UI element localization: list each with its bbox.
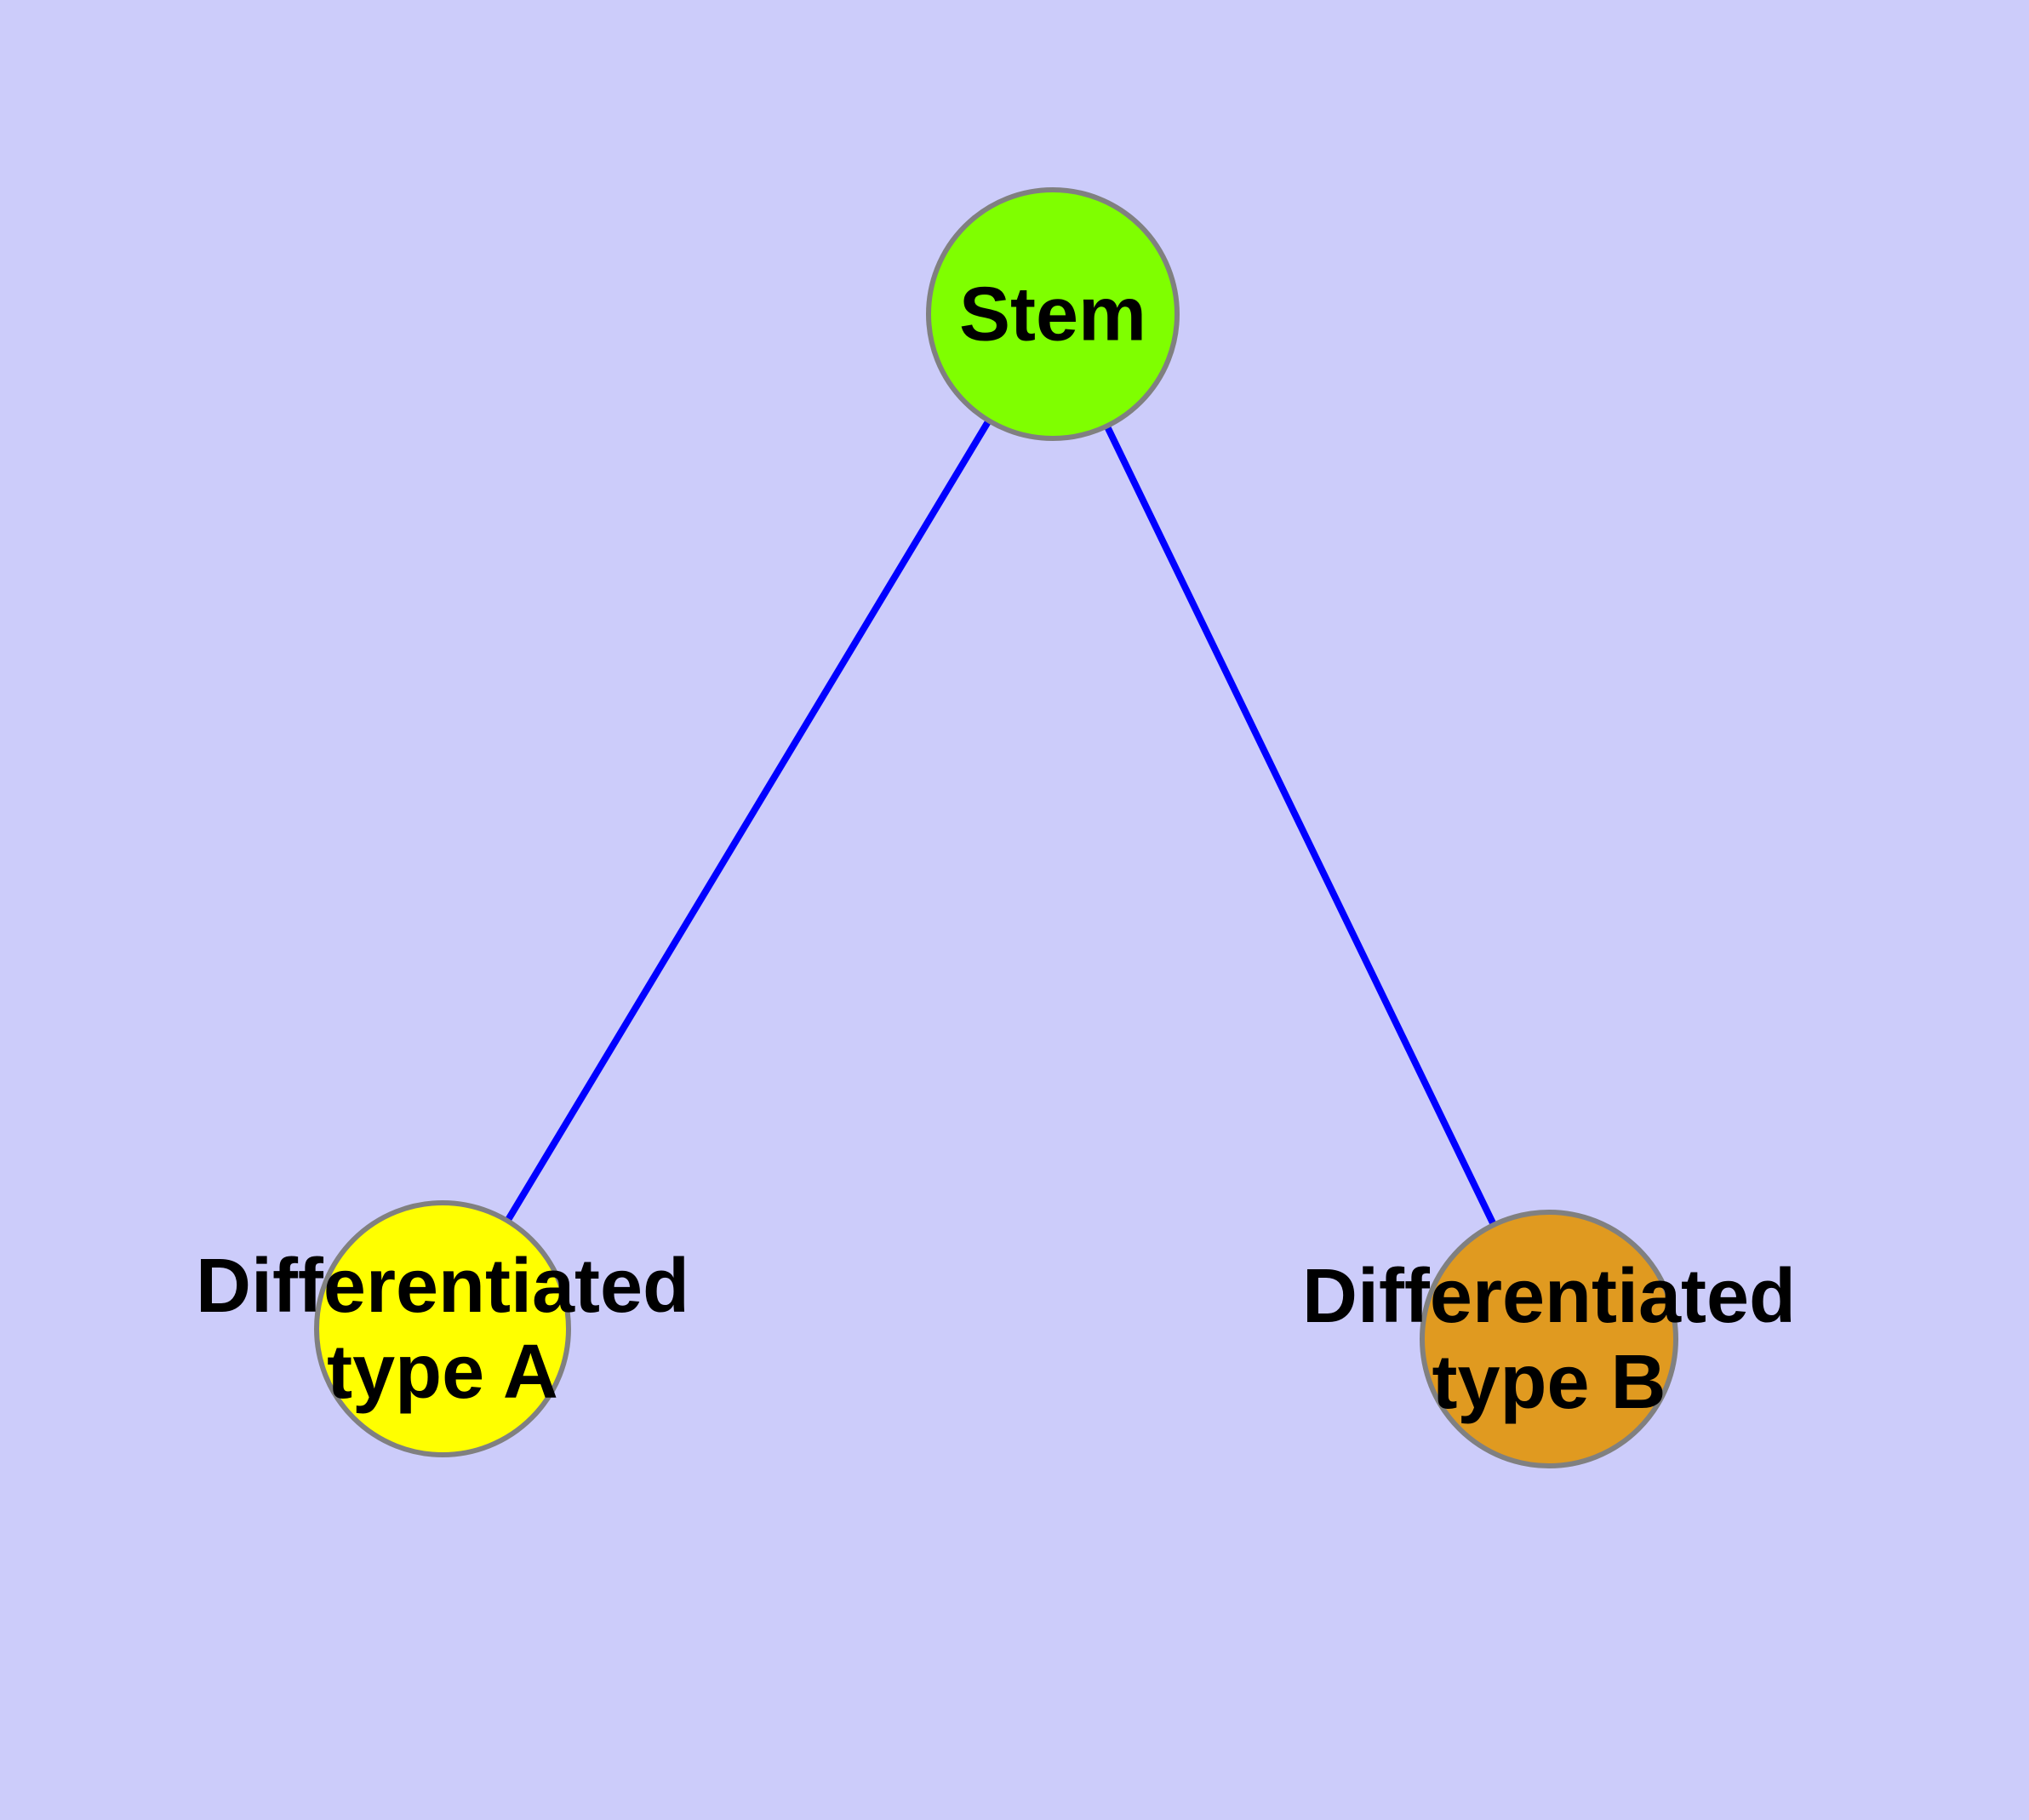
- graph-node-label-line: Differentiated: [1302, 1254, 1796, 1339]
- graph-node-diff-b[interactable]: [1420, 1210, 1678, 1468]
- graph-edge-stem-to-b[interactable]: [1049, 312, 1552, 1341]
- graph-node-label-line: type A: [327, 1330, 558, 1415]
- graph-node-label-stem: Stem: [959, 272, 1146, 358]
- graph-node-diff-a[interactable]: [314, 1200, 571, 1457]
- graph-node-label-line: type B: [1432, 1340, 1666, 1425]
- graph-node-label-line: Stem: [959, 272, 1146, 358]
- node-layer: [314, 187, 1678, 1468]
- graph-node-label-line: Differentiated: [196, 1244, 689, 1329]
- graph-node-stem[interactable]: [926, 187, 1180, 441]
- graph-edge-stem-to-a[interactable]: [439, 312, 1056, 1331]
- edge-layer: [439, 312, 1552, 1341]
